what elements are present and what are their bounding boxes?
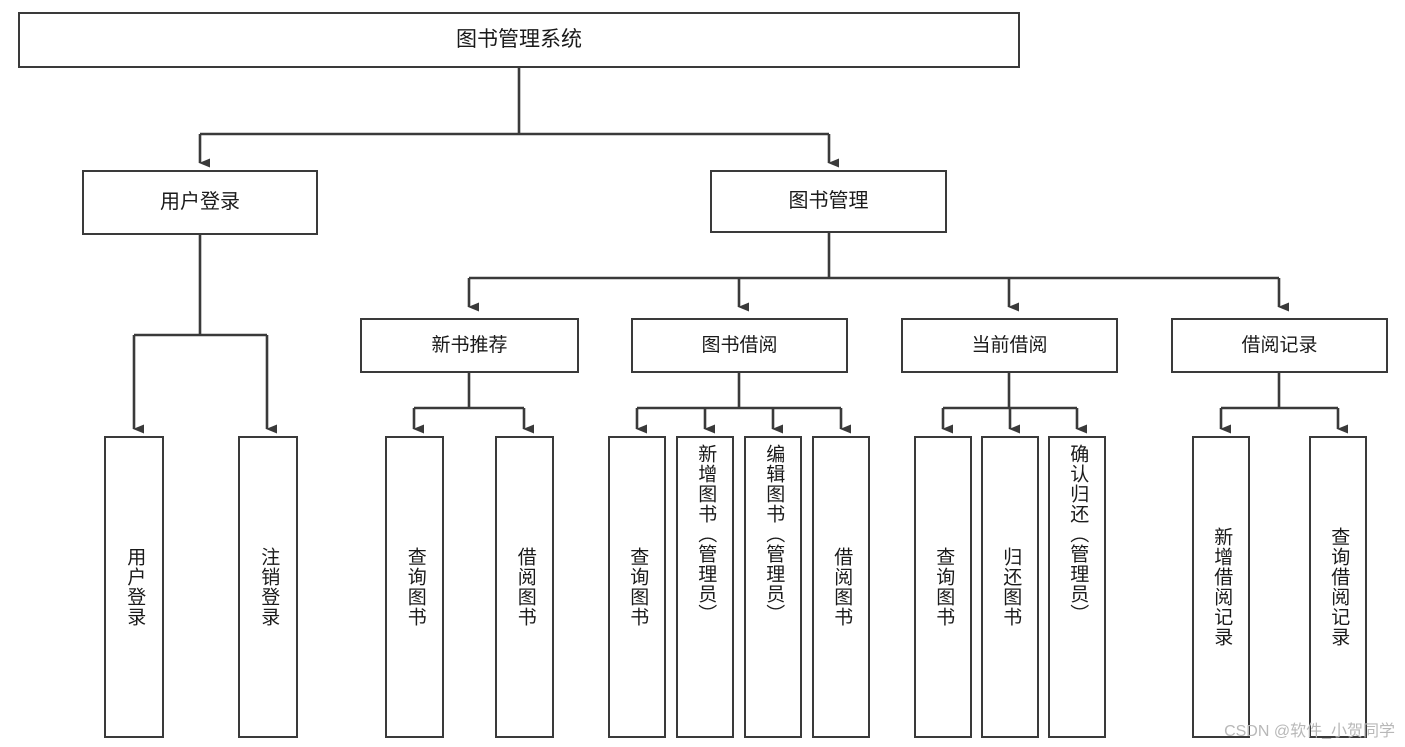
leaf-add-book[interactable]: 新增图书（管理员） (676, 436, 734, 738)
leaf-query-book-1[interactable]: 查询图书 (385, 436, 444, 738)
node-borrow-record[interactable]: 借阅记录 (1171, 318, 1388, 373)
leaf-logout-login[interactable]: 注销登录 (238, 436, 298, 738)
node-root-book-management-system[interactable]: 图书管理系统 (18, 12, 1020, 68)
node-current-borrow[interactable]: 当前借阅 (901, 318, 1118, 373)
leaf-query-borrow-record[interactable]: 查询借阅记录 (1309, 436, 1367, 738)
leaf-borrow-book-1[interactable]: 借阅图书 (495, 436, 554, 738)
node-label: 查询图书 (627, 547, 649, 627)
node-label: 图书借阅 (701, 334, 778, 356)
node-label: 借阅图书 (514, 547, 536, 627)
leaf-query-book-3[interactable]: 查询图书 (914, 436, 972, 738)
node-label: 图书管理系统 (456, 27, 582, 51)
node-label: 编辑图书（管理员） (763, 444, 785, 624)
node-label: 确认归还（管理员） (1067, 444, 1089, 624)
leaf-user-login[interactable]: 用户登录 (104, 436, 164, 738)
leaf-add-borrow-record[interactable]: 新增借阅记录 (1192, 436, 1250, 738)
node-label: 注销登录 (258, 547, 280, 627)
leaf-return-book[interactable]: 归还图书 (981, 436, 1039, 738)
node-label: 新增借阅记录 (1211, 527, 1233, 647)
node-user-login[interactable]: 用户登录 (82, 170, 318, 235)
leaf-query-book-2[interactable]: 查询图书 (608, 436, 666, 738)
leaf-confirm-return[interactable]: 确认归还（管理员） (1048, 436, 1106, 738)
node-label: 查询图书 (933, 547, 955, 627)
node-new-book-recommend[interactable]: 新书推荐 (360, 318, 579, 373)
node-label: 新书推荐 (431, 334, 508, 356)
node-label: 查询借阅记录 (1328, 527, 1350, 647)
node-label: 图书管理 (788, 190, 869, 212)
node-label: 归还图书 (1000, 547, 1022, 627)
node-label: 借阅图书 (831, 547, 853, 627)
node-book-management[interactable]: 图书管理 (710, 170, 947, 233)
node-label: 新增图书（管理员） (695, 444, 717, 624)
node-label: 当前借阅 (971, 334, 1048, 356)
csdn-watermark: CSDN @软件_小贺同学 (1224, 723, 1395, 740)
node-label: 借阅记录 (1241, 334, 1318, 356)
node-label: 查询图书 (404, 547, 426, 627)
node-label: 用户登录 (124, 547, 146, 627)
leaf-edit-book[interactable]: 编辑图书（管理员） (744, 436, 802, 738)
leaf-borrow-book-2[interactable]: 借阅图书 (812, 436, 870, 738)
node-label: 用户登录 (160, 191, 240, 213)
node-book-borrow[interactable]: 图书借阅 (631, 318, 848, 373)
